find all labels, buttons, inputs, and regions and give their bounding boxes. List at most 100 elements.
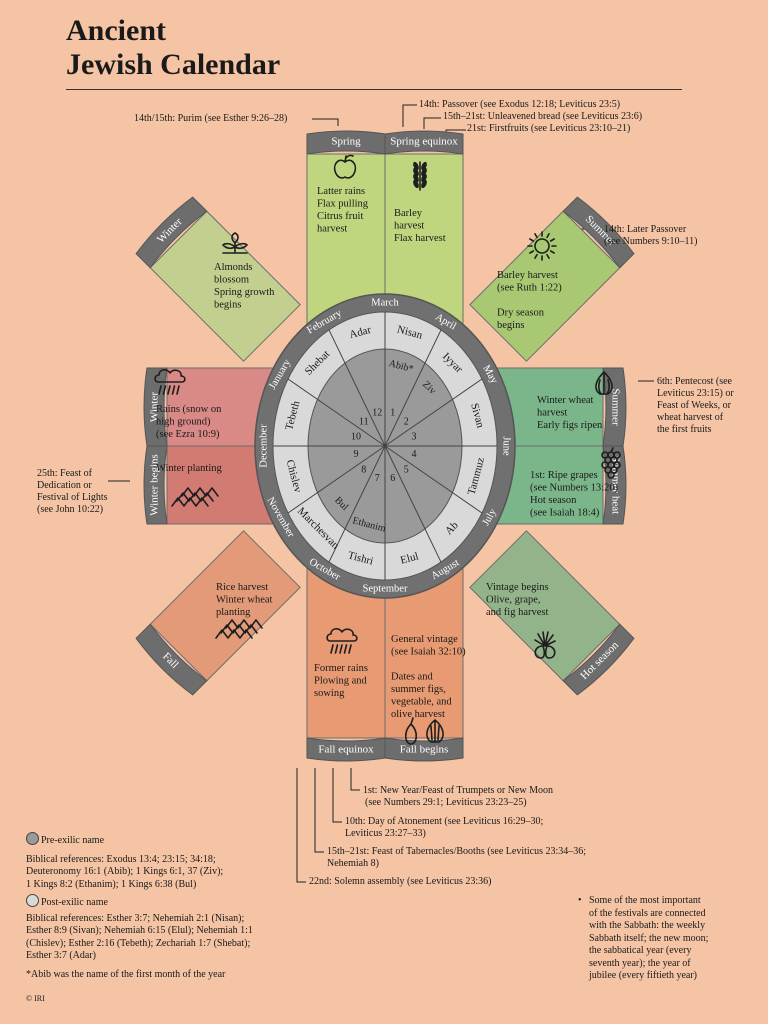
month-number: 10 (351, 431, 361, 442)
sector-spring-right: Spring equinox (384, 130, 464, 337)
sector-note-line: and fig harvest (486, 607, 548, 618)
unleavened-bread-leader (423, 117, 441, 129)
page-title: Ancient Jewish Calendar (66, 14, 280, 82)
sector-note-line: Almonds (214, 262, 253, 273)
sector-note-line: begins (214, 300, 241, 311)
pre-exilic-swatch (26, 832, 39, 845)
rain-icon (154, 369, 186, 395)
new-year-leader (350, 768, 360, 791)
sector-note-line: (see Isaiah 18:4) (530, 508, 600, 519)
dedication-annotation: 25th: Feast of Dedication or Festival of… (37, 468, 108, 515)
sector-note-line: sowing (314, 688, 345, 699)
legend: Pre-exilic name Biblical references: Exo… (26, 832, 326, 981)
season-band (135, 623, 208, 696)
hebrew-month-label: Elul (399, 550, 420, 566)
passover-leader (402, 104, 417, 127)
sector-note-line: Dry season (497, 308, 545, 319)
legend-pre-exilic: Pre-exilic name (26, 832, 326, 848)
tabernacles-annotation: 15th–21st: Feast of Tabernacles/Booths (… (327, 846, 587, 869)
month-divider (287, 378, 386, 447)
sector-note-line: Winter planting (156, 463, 223, 474)
sector-note-line: Olive, grape, (486, 595, 541, 606)
season-band (135, 196, 208, 269)
sector-note-line: Rains (snow on (156, 404, 222, 415)
season-band-label: Winter (149, 392, 161, 422)
month-divider (328, 329, 386, 447)
season-band-label: Summer heat (609, 456, 621, 514)
bullet-icon: • (578, 895, 582, 906)
sector-note-line: Citrus fruit (317, 211, 363, 222)
sector-summer-diag: Summer (469, 196, 635, 362)
solemn-assembly-annotation: 22nd: Solemn assembly (see Leviticus 23:… (309, 876, 492, 887)
month-number: 11 (359, 416, 369, 427)
month-number: 7 (375, 473, 380, 484)
sector-note-line: Spring growth (214, 287, 275, 298)
sector-note-line: Flax pulling (317, 199, 369, 210)
gregorian-month-label: March (371, 297, 399, 308)
legend-post-exilic: Post-exilic name (26, 894, 326, 910)
season-band (384, 130, 464, 155)
title-line-2: Jewish Calendar (66, 48, 281, 81)
month-divider (384, 329, 442, 447)
gregorian-month-label: December (258, 424, 269, 468)
rain-icon (326, 628, 358, 654)
legend-post-refs: Biblical references: Esther 3:7; Nehemia… (26, 912, 253, 962)
sector-note-line: blossom (214, 275, 249, 286)
season-band-label: Spring (331, 136, 361, 148)
solemn-assembly-leader (296, 768, 306, 883)
gregorian-month-label: September (363, 583, 408, 594)
later-passover-annotation: 14th: Later Passover (see Numbers 9:10–1… (604, 224, 698, 247)
title-line-1: Ancient (66, 14, 166, 47)
calendar-wheel: MarchAprilMayJuneJulyAugustSeptemberOcto… (254, 293, 516, 599)
sector-note-line: Flax harvest (394, 233, 446, 244)
sector-note-line: Former rains (314, 663, 368, 674)
wheat-icon (413, 161, 427, 191)
sector-note-line: 1st: Ripe grapes (530, 470, 598, 481)
abib-note: *Abib was the name of the first month of… (26, 968, 226, 980)
month-divider (328, 445, 386, 563)
sector-note-line: harvest (317, 224, 347, 235)
onion-icon (595, 371, 613, 395)
purim-leader (312, 118, 339, 126)
pomegranate-icon (534, 631, 556, 659)
sector-notes: Winter planting (156, 463, 223, 474)
passover-annotation: 14th: Passover (see Exodus 12:18; Leviti… (419, 99, 643, 134)
sector-note-line: Latter rains (317, 186, 365, 197)
sabbath-note: • Some of the most important of the fest… (578, 895, 709, 981)
sector-note-line: high ground) (156, 417, 211, 428)
hebrew-month-label: Adar (348, 324, 373, 341)
atonement-leader (332, 768, 342, 823)
sector-note-line: Plowing and (314, 676, 368, 687)
sector-note-line: summer figs, (391, 684, 446, 695)
season-band-label: Summer (609, 388, 621, 426)
atonement-annotation: 10th: Day of Atonement (see Leviticus 16… (345, 816, 544, 839)
plowed-field-icon (215, 619, 263, 639)
month-divider (384, 378, 483, 447)
month-number: 3 (411, 431, 416, 442)
sector-note-line: planting (216, 607, 251, 618)
sector-note-line: Barley harvest (497, 270, 558, 281)
plowed-field-icon (171, 487, 219, 507)
sector-note-line: begins (497, 320, 524, 331)
sector-note-line: harvest (537, 408, 567, 419)
month-number: 6 (390, 473, 395, 484)
sector-notes: General vintage(see Isaiah 32:10)Dates a… (391, 634, 466, 720)
sector-note-line: Vintage begins (486, 582, 549, 593)
sector-note-line: (see Ruth 1:22) (497, 283, 562, 294)
season-band (562, 196, 635, 269)
title-divider (66, 89, 682, 90)
sector-note-line: Winter wheat (537, 395, 594, 406)
sector-notes: Barley harvest (see Ruth 1:22) Dry seasonb… (497, 270, 562, 331)
apple-icon (333, 154, 357, 179)
post-exilic-swatch (26, 894, 39, 907)
sector-notes: 1st: Ripe grapes(see Numbers 13:20)Hot s… (530, 470, 619, 519)
sector-hot-diag: Hot season (469, 530, 635, 696)
sector-note-line: olive harvest (391, 709, 445, 720)
new-year-annotation: 1st: New Year/Feast of Trumpets or New M… (363, 785, 553, 808)
fig-icon (404, 717, 444, 745)
